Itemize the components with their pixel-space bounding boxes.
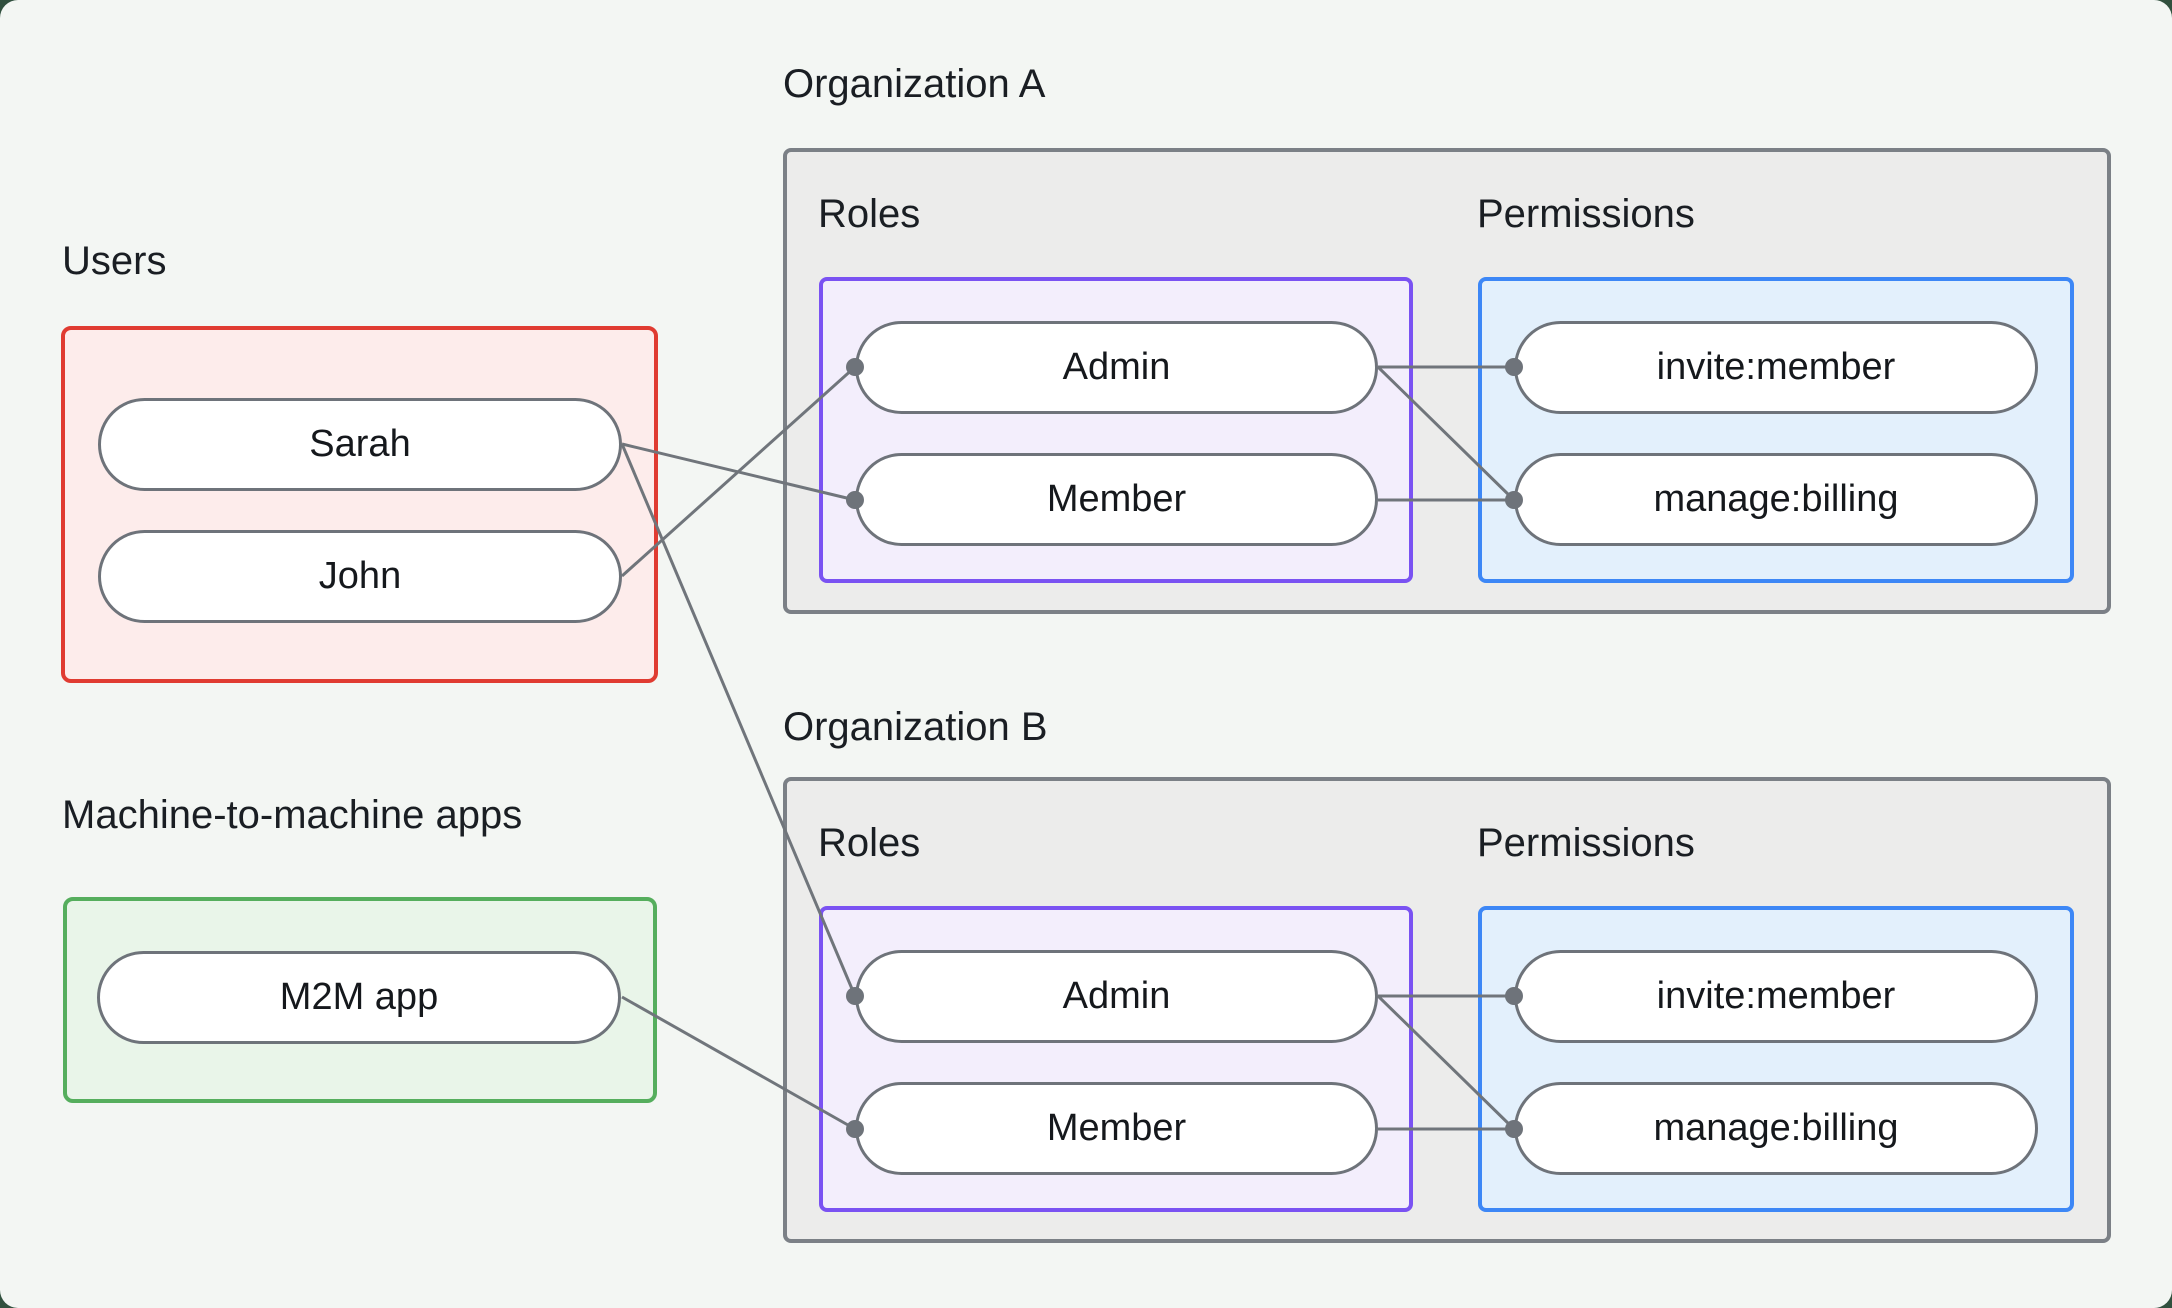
users-group-box — [61, 326, 658, 683]
users-section-label: Users — [62, 239, 167, 283]
m2m-node-app: M2M app — [97, 951, 621, 1044]
org-a-role-admin: Admin — [855, 321, 1378, 414]
org-b-permission-manage-billing: manage:billing — [1514, 1082, 2038, 1175]
org-a-permission-manage-billing: manage:billing — [1514, 453, 2038, 546]
m2m-section-label: Machine-to-machine apps — [62, 793, 523, 837]
org-a-permissions-label: Permissions — [1477, 192, 1695, 236]
user-node-john: John — [98, 530, 622, 623]
org-a-title: Organization A — [783, 62, 1046, 106]
org-b-roles-label: Roles — [818, 821, 921, 865]
org-b-role-admin: Admin — [855, 950, 1378, 1043]
org-a-roles-label: Roles — [818, 192, 921, 236]
org-b-role-member: Member — [855, 1082, 1378, 1175]
org-b-permission-invite-member: invite:member — [1514, 950, 2038, 1043]
org-a-permission-invite-member: invite:member — [1514, 321, 2038, 414]
org-b-title: Organization B — [783, 705, 1048, 749]
org-a-role-member: Member — [855, 453, 1378, 546]
user-node-sarah: Sarah — [98, 398, 622, 491]
org-b-permissions-label: Permissions — [1477, 821, 1695, 865]
